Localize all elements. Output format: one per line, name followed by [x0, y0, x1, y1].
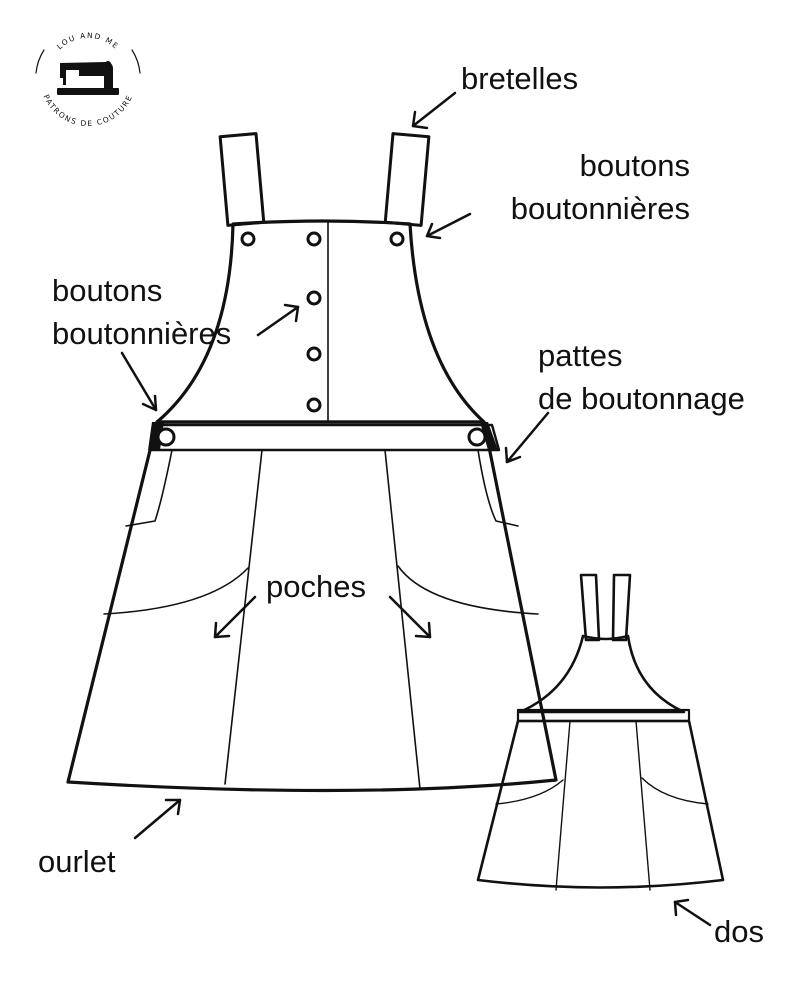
label-boutons-left: boutons	[52, 273, 162, 308]
back-seam-right	[635, 720, 651, 891]
arrow-dos	[673, 898, 712, 927]
bib-buttons	[240, 231, 405, 413]
logo-top-text: LOU AND ME	[55, 31, 121, 51]
callout-arrows	[120, 91, 712, 927]
strap-left	[218, 132, 266, 227]
arrow-ourlet	[133, 798, 182, 840]
back-strap-right	[611, 573, 632, 642]
back-bib	[518, 634, 686, 714]
back-pocket-right	[641, 777, 709, 805]
back-skirt	[476, 719, 725, 889]
waistband	[148, 423, 501, 452]
arrow-boutons-center	[256, 303, 300, 337]
back-pocket-left	[495, 779, 564, 805]
back-seam-left	[555, 720, 571, 891]
arrow-boutons-right	[425, 212, 472, 240]
arrow-bretelles	[411, 91, 457, 130]
strap-right	[383, 132, 431, 227]
panel-seam-right	[384, 449, 421, 790]
label-boutons-right: boutons	[580, 148, 690, 183]
label-bretelles: bretelles	[461, 61, 578, 96]
label-pattes: pattes	[538, 338, 622, 373]
arrow-poches-left	[213, 595, 257, 639]
arrow-boutons-left	[120, 351, 158, 412]
arrow-pattes	[504, 411, 550, 464]
front-pocket-right	[397, 565, 539, 615]
label-boutonnieres-right: boutonnières	[511, 191, 690, 226]
front-dress	[66, 132, 558, 793]
arrow-poches-right	[388, 595, 432, 639]
button-bib-right	[389, 231, 405, 247]
button-waist-left	[156, 427, 176, 447]
sewing-machine-icon	[57, 61, 119, 95]
side-pocket-right	[477, 449, 519, 527]
panel-seam-left	[224, 449, 263, 785]
logo-bottom-text: PATRONS DE COUTURE	[42, 93, 135, 128]
label-dos: dos	[714, 914, 764, 949]
labels: bretelles boutons boutonnières boutons b…	[38, 61, 764, 949]
bib	[155, 219, 486, 424]
label-de-boutonnage: de boutonnage	[538, 381, 745, 416]
button-bib-4	[306, 397, 322, 413]
brand-logo: LOU AND ME PATRONS DE COUTURE	[35, 31, 141, 128]
side-pocket-left	[125, 449, 173, 527]
back-dress	[476, 573, 725, 891]
back-strap-left	[579, 573, 601, 642]
button-bib-left	[240, 231, 256, 247]
button-bib-1	[306, 231, 322, 247]
button-bib-2	[306, 290, 322, 306]
skirt	[66, 420, 558, 793]
placket-right	[480, 422, 498, 450]
button-waist-right	[467, 427, 487, 447]
label-boutonnieres-left: boutonnières	[52, 316, 231, 351]
button-bib-3	[306, 346, 322, 362]
label-poches: poches	[266, 569, 366, 604]
front-pocket-left	[103, 567, 249, 615]
label-ourlet: ourlet	[38, 844, 116, 879]
